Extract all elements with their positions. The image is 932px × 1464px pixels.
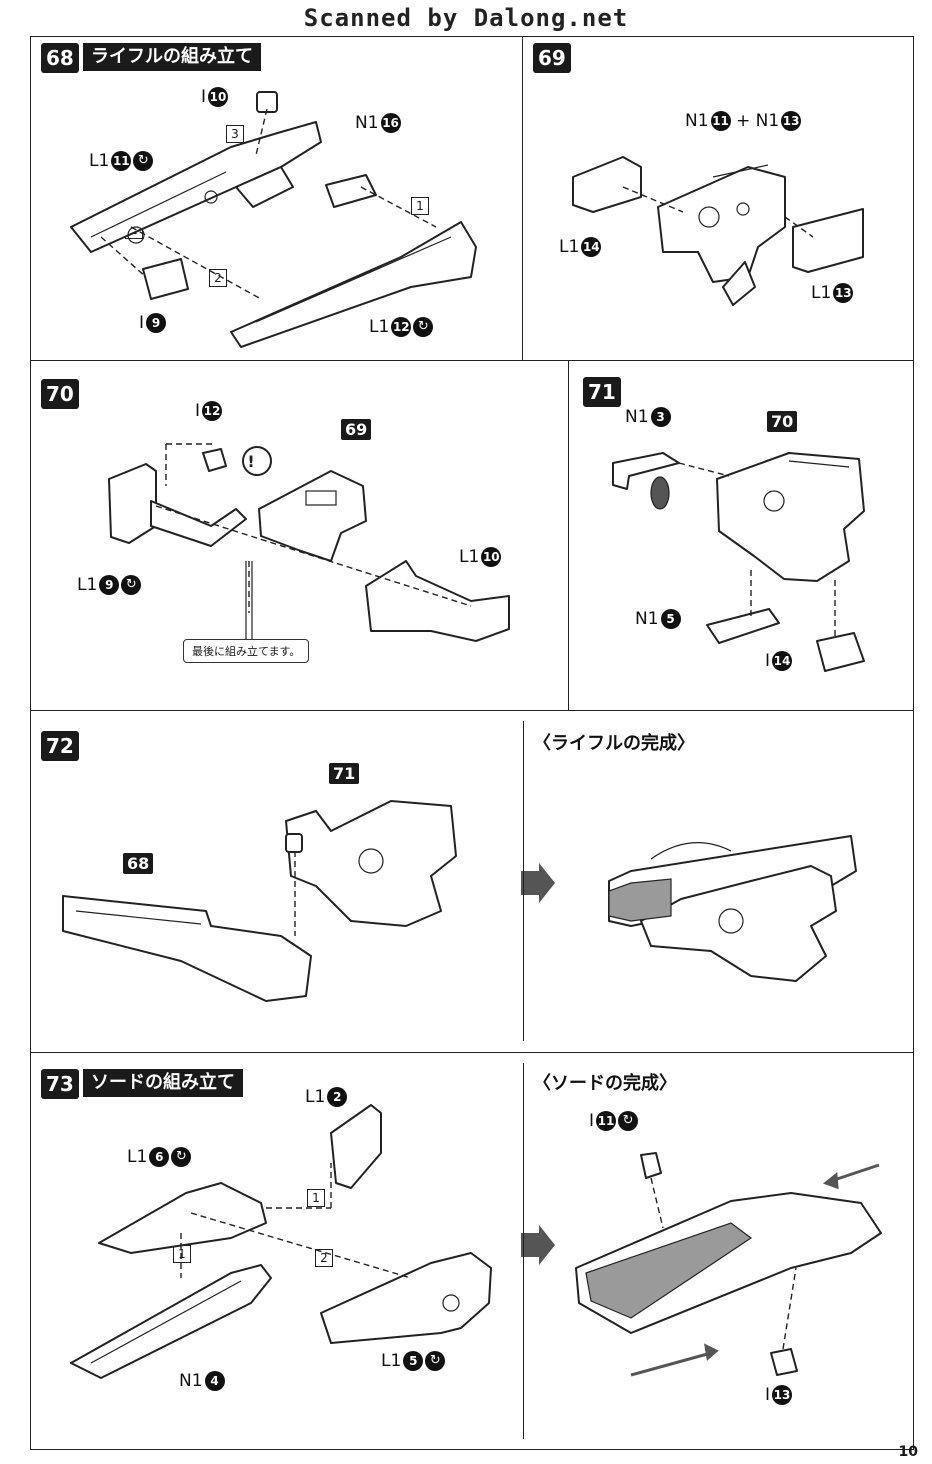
svg-text:!: ! xyxy=(247,452,254,471)
order-marker: 3 xyxy=(226,125,244,143)
rifle-grip-parts: ! xyxy=(108,443,510,642)
rifle-body-parts xyxy=(612,452,865,672)
rotate-icon: ↻ xyxy=(425,1351,446,1371)
step-72-panel: 72 68 71 〈ライフルの完成〉 xyxy=(30,710,914,1054)
ref-step-71: 71 xyxy=(329,763,360,784)
step-73-badge: 73 xyxy=(41,1069,79,1099)
step-68-title: ライフルの組み立て xyxy=(83,43,261,71)
step-70-badge: 70 xyxy=(41,379,79,409)
rifle-complete-illustration xyxy=(608,835,857,982)
page-number: 10 xyxy=(898,1444,918,1460)
order-marker: 2 xyxy=(209,269,227,287)
step-71-badge: 71 xyxy=(583,377,621,407)
rotate-icon: ↻ xyxy=(413,317,434,337)
rotate-icon: ↻ xyxy=(618,1111,639,1131)
step-69-badge: 69 xyxy=(533,43,571,73)
divider xyxy=(523,1063,524,1439)
rotate-icon: ↻ xyxy=(133,151,154,171)
step-73-title: ソードの組み立て xyxy=(83,1069,243,1097)
step-68-badge: 68 xyxy=(41,43,79,73)
ref-step-69: 69 xyxy=(341,419,372,440)
rotate-icon: ↻ xyxy=(171,1147,192,1167)
sword-assembly-parts xyxy=(70,1104,492,1379)
divider xyxy=(523,721,524,1041)
sword-complete-title: 〈ソードの完成〉 xyxy=(533,1073,677,1094)
next-arrow-icon xyxy=(521,1225,555,1265)
next-arrow-icon xyxy=(521,863,555,903)
rifle-receiver-parts xyxy=(572,156,864,306)
ref-step-70: 70 xyxy=(767,411,798,432)
rifle-barrel-left-part xyxy=(70,91,477,348)
assembly-note: 最後に組み立てます。 xyxy=(183,639,310,663)
scan-credit: Scanned by Dalong.net xyxy=(303,4,629,32)
step-72-badge: 72 xyxy=(41,731,79,761)
sword-complete-illustration xyxy=(575,1152,882,1377)
ref-step-68: 68 xyxy=(123,853,154,874)
rifle-complete-title: 〈ライフルの完成〉 xyxy=(533,733,695,754)
order-marker: 1 xyxy=(411,197,429,215)
rotate-icon: ↻ xyxy=(121,575,142,595)
order-marker: 1 xyxy=(307,1189,325,1207)
rifle-final-assembly xyxy=(62,800,457,1002)
